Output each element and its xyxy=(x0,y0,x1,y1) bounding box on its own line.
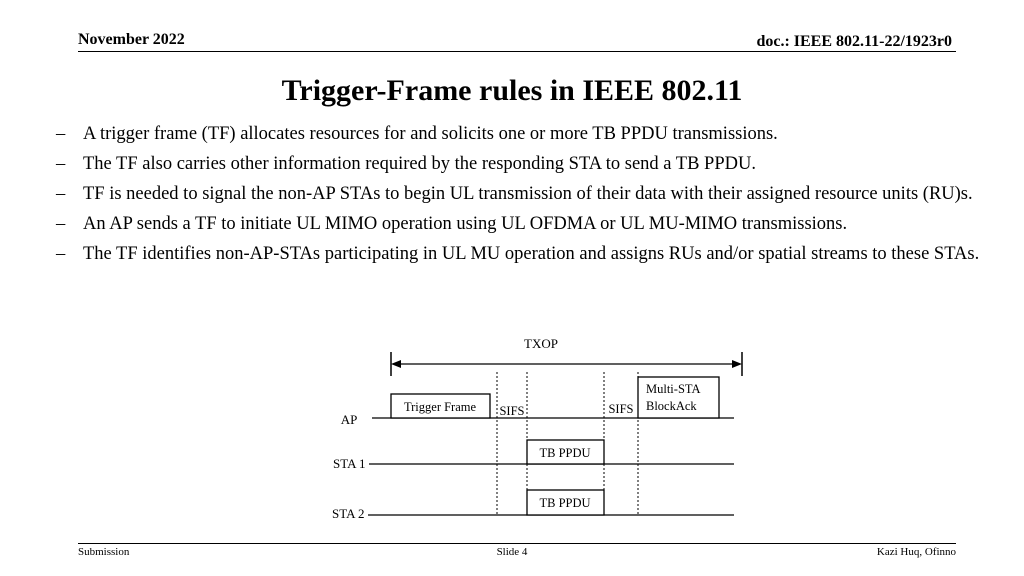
header-date: November 2022 xyxy=(78,31,185,48)
slide-title: Trigger-Frame rules in IEEE 802.11 xyxy=(281,74,743,107)
header-divider xyxy=(78,51,956,52)
sifs-label-1: SIFS xyxy=(499,404,524,418)
multi-sta-blockack-box xyxy=(637,376,720,419)
bullet-dash: – xyxy=(56,184,66,204)
bullet-text: An AP sends a TF to initiate UL MIMO ope… xyxy=(83,214,848,234)
bullet-text: The TF identifies non-AP-STAs participat… xyxy=(83,244,980,264)
txop-arrow-left-head xyxy=(391,360,401,368)
tb-ppdu-label-sta2: TB PPDU xyxy=(539,496,590,510)
header-doc-id: doc.: IEEE 802.11-22/1923r0 xyxy=(756,33,952,50)
bullet-list: –A trigger frame (TF) allocates resource… xyxy=(56,121,1006,271)
bullet-dash: – xyxy=(56,124,66,144)
footer-author: Kazi Huq, Ofinno xyxy=(876,546,956,558)
row-label-sta1: STA 1 xyxy=(333,456,366,471)
sifs-label-2: SIFS xyxy=(608,402,633,416)
bullet-item: –TF is needed to signal the non-AP STAs … xyxy=(56,181,1006,207)
bullet-text: TF is needed to signal the non-AP STAs t… xyxy=(83,184,973,204)
row-label-ap: AP xyxy=(341,412,358,427)
multi-sta-label-line2: BlockAck xyxy=(646,399,697,413)
footer-slide-number: Slide 4 xyxy=(496,546,528,558)
txop-arrow-right-head xyxy=(732,360,742,368)
row-label-sta2: STA 2 xyxy=(332,506,365,521)
bullet-item: –A trigger frame (TF) allocates resource… xyxy=(56,121,1006,147)
trigger-frame-label: Trigger Frame xyxy=(404,400,477,414)
trigger-frame-box xyxy=(390,393,491,419)
bullet-dash: – xyxy=(56,214,66,234)
bullet-item: –The TF also carries other information r… xyxy=(56,151,1006,177)
bullet-dash: – xyxy=(56,154,66,174)
tb-ppdu-box-sta1 xyxy=(526,439,605,465)
footer-divider xyxy=(78,543,956,544)
bullet-text: The TF also carries other information re… xyxy=(83,154,756,174)
bullet-text: A trigger frame (TF) allocates resources… xyxy=(83,124,778,144)
bullet-item: –The TF identifies non-AP-STAs participa… xyxy=(56,241,1006,267)
multi-sta-label-line1: Multi-STA xyxy=(646,382,701,396)
tb-ppdu-label-sta1: TB PPDU xyxy=(539,446,590,460)
bullet-dash: – xyxy=(56,244,66,264)
tb-ppdu-box-sta2 xyxy=(526,489,605,516)
footer-submission: Submission xyxy=(78,546,130,558)
txop-label: TXOP xyxy=(524,336,558,351)
bullet-item: –An AP sends a TF to initiate UL MIMO op… xyxy=(56,211,1006,237)
